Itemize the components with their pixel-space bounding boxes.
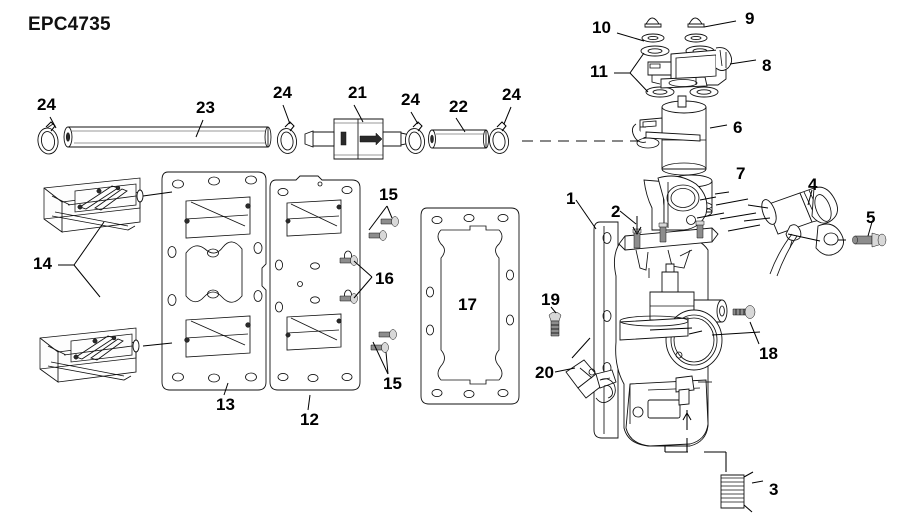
callout-24-b: 24: [273, 83, 292, 102]
callout-19: 19: [541, 290, 560, 309]
part-fuel-pump-motor: [761, 186, 844, 277]
callout-6: 6: [733, 118, 743, 137]
callout-18: 18: [759, 344, 778, 363]
callout-5: 5: [866, 208, 876, 227]
part-vapor-separator-housing: [593, 175, 728, 447]
page-title: EPC4735: [28, 14, 111, 35]
callout-3: 3: [769, 480, 779, 499]
callout-9: 9: [745, 9, 755, 28]
stud-b: [658, 222, 668, 243]
part-reed-valve-lower: [39, 327, 140, 383]
callout-22: 22: [449, 97, 468, 116]
part-hose-short: [428, 129, 490, 149]
callout-2: 2: [611, 202, 621, 221]
callout-21: 21: [348, 83, 367, 102]
callout-24-d: 24: [502, 85, 521, 104]
part-bolt-side: [732, 305, 756, 319]
part-connector: [565, 359, 617, 403]
callout-15-lower: 15: [383, 374, 402, 393]
part-check-valve: [304, 118, 411, 160]
callout-12: 12: [300, 410, 319, 429]
callout-10: 10: [592, 18, 611, 37]
part-clamp-2: [276, 121, 298, 154]
part-reed-plate-right: [269, 175, 361, 391]
callout-4: 4: [808, 175, 818, 194]
part-clamp-3: [404, 121, 426, 154]
leader-lines: [49, 20, 873, 484]
callout-14: 14: [33, 254, 52, 273]
callout-24-c: 24: [401, 90, 420, 109]
callout-20: 20: [535, 363, 554, 382]
callout-7: 7: [736, 164, 746, 183]
part-fuel-filter-canister: [631, 95, 707, 176]
screw-15-b: [380, 216, 399, 227]
part-clamp-1: [37, 121, 59, 155]
part-clamp-4: [488, 121, 510, 154]
part-hose-long: [63, 126, 272, 148]
screw-15-c: [370, 342, 389, 353]
part-reed-plate-left: [161, 171, 267, 391]
callout-13: 13: [216, 395, 235, 414]
callout-16: 16: [375, 269, 394, 288]
part-fasteners-top: [640, 17, 719, 98]
callout-24-a: 24: [37, 95, 56, 114]
part-bolt: [852, 232, 887, 248]
part-reed-valve-upper: [43, 177, 144, 233]
callout-1: 1: [566, 189, 576, 208]
part-screw-bracket: [548, 311, 562, 337]
screw-15-a: [368, 230, 387, 241]
screw-15-d: [378, 329, 397, 340]
stud-c: [695, 220, 705, 239]
callout-8: 8: [762, 56, 772, 75]
part-regulator-bracket: [647, 47, 733, 89]
callout-17: 17: [458, 295, 477, 314]
callout-15-upper: 15: [379, 185, 398, 204]
callout-23: 23: [196, 98, 215, 117]
part-gasket: [420, 207, 520, 405]
part-spring: [720, 471, 754, 513]
callout-11: 11: [590, 62, 608, 81]
